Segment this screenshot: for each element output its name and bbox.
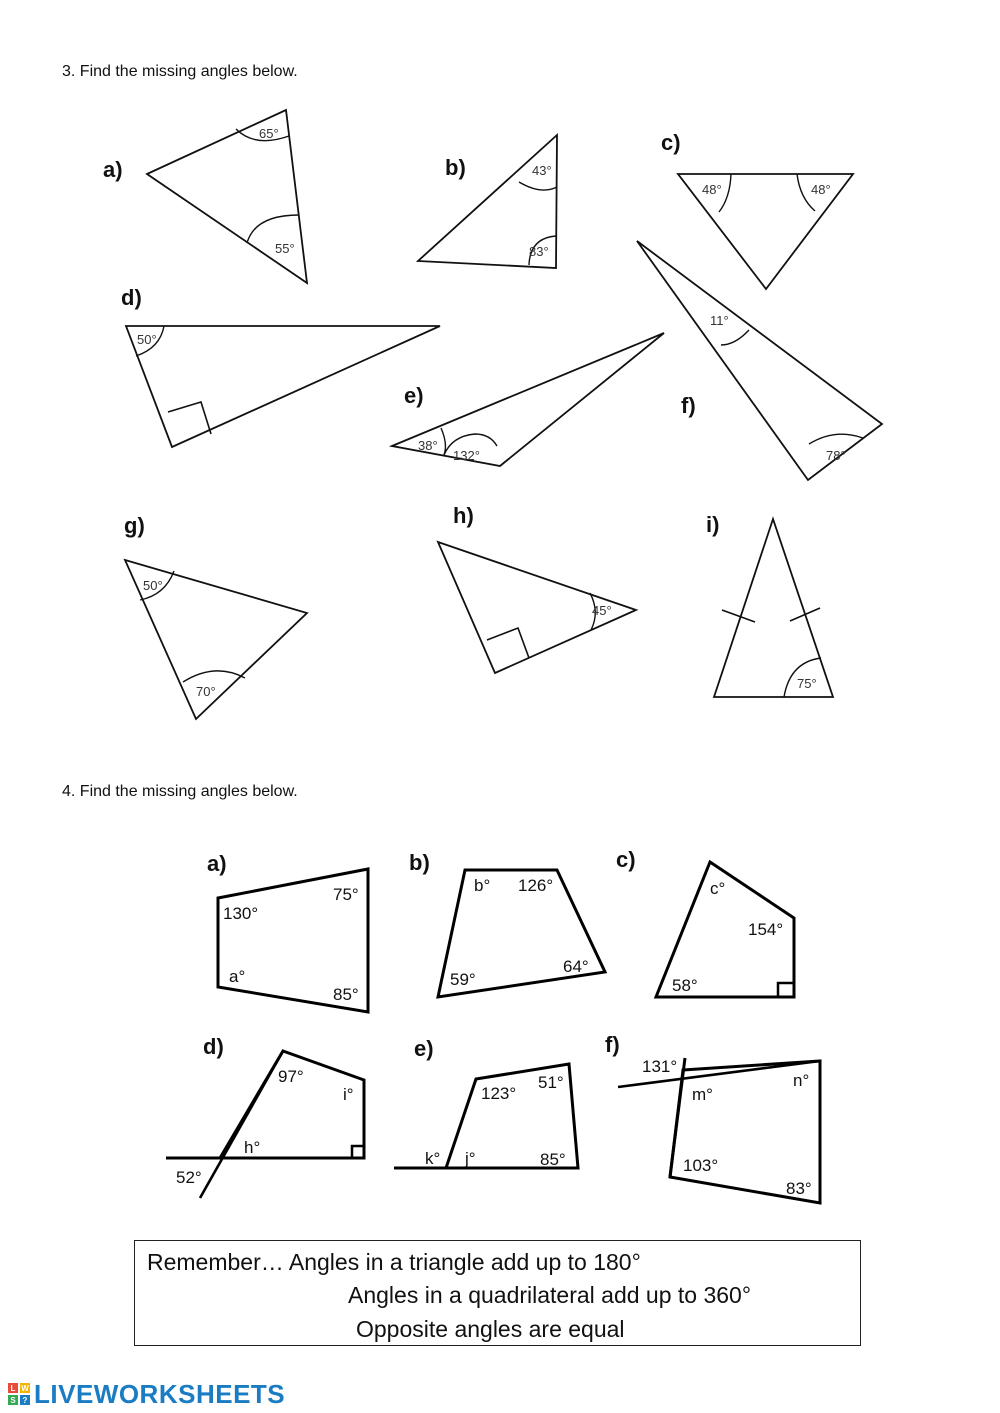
q3-angle-g2: 70° (196, 684, 216, 699)
liveworksheets-logo[interactable]: L W S ? LIVEWORKSHEETS (8, 1378, 286, 1409)
q4-angle-f4: 103° (683, 1156, 718, 1175)
q3-angle-e2: 132° (453, 448, 480, 463)
q4-label-f: f) (605, 1032, 620, 1057)
logo-cell: W (20, 1383, 30, 1393)
q3-angle-d1: 50° (137, 332, 157, 347)
q4-label-d: d) (203, 1034, 224, 1059)
q4-angle-b1: b° (474, 876, 490, 895)
reminder-line-3: Opposite angles are equal (356, 1316, 625, 1342)
q4-angle-e5: 85° (540, 1150, 566, 1169)
q3-angle-g1: 50° (143, 578, 163, 593)
q4-angle-e3: k° (425, 1149, 440, 1168)
q4-angle-b3: 59° (450, 970, 476, 989)
q4-angle-d2: i° (343, 1085, 354, 1104)
q4-label-e: e) (414, 1036, 434, 1061)
q4-angle-f1: 131° (642, 1057, 677, 1076)
question-3-title: 3. Find the missing angles below. (62, 63, 298, 80)
q4-angle-b4: 64° (563, 957, 589, 976)
q3-label-i: i) (706, 512, 720, 537)
q3-label-d: d) (121, 285, 142, 310)
q4-angle-c2: 154° (748, 920, 783, 939)
q4-label-b: b) (409, 850, 430, 875)
q4-angle-e4: j° (464, 1149, 476, 1168)
q4-angle-f5: 83° (786, 1179, 812, 1198)
q3-triangle-c (676, 173, 855, 291)
q3-triangle-d (124, 325, 441, 449)
q3-triangle-g (123, 558, 309, 721)
q4-angle-e1: 123° (481, 1084, 516, 1103)
q4-angle-d3: h° (244, 1138, 260, 1157)
q3-triangle-b (415, 132, 558, 269)
q3-angle-h1: 45° (592, 603, 612, 618)
question-4-title: 4. Find the missing angles below. (62, 783, 298, 800)
q4-angle-a1: 130° (223, 904, 258, 923)
q4-quad-c (653, 859, 796, 999)
q3-angle-i1: 75° (797, 676, 817, 691)
q3-angle-e1: 38° (418, 438, 438, 453)
q3-label-g: g) (124, 513, 145, 538)
q4-angle-c1: c° (710, 879, 725, 898)
q3-triangle-f (636, 240, 884, 482)
q4-angle-d1: 97° (278, 1067, 304, 1086)
q4-angle-a4: 85° (333, 985, 359, 1004)
q4-angle-f2: m° (692, 1085, 713, 1104)
q4-angle-a2: 75° (333, 885, 359, 904)
q3-angle-b1: 43° (532, 163, 552, 178)
q3-angle-b2: 83° (529, 244, 549, 259)
q3-label-a: a) (103, 157, 123, 182)
q4-angle-d4: 52° (176, 1168, 202, 1187)
q3-triangle-h (436, 540, 639, 675)
reminder-line-2: Angles in a quadrilateral add up to 360° (348, 1282, 752, 1308)
q4-quad-a (216, 867, 370, 1014)
q3-label-h: h) (453, 503, 474, 528)
reminder-box: Remember… Angles in a triangle add up to… (134, 1240, 861, 1346)
logo-cell: ? (20, 1395, 30, 1405)
q4-label-c: c) (616, 847, 636, 872)
logo-grid-icon: L W S ? (8, 1383, 30, 1405)
q4-angle-f3: n° (793, 1071, 809, 1090)
q3-angle-a1: 65° (259, 126, 279, 141)
q4-label-a: a) (207, 851, 227, 876)
q4-angle-c3: 58° (672, 976, 698, 995)
q3-triangle-i (712, 516, 835, 698)
q4-angle-e2: 51° (538, 1073, 564, 1092)
q3-angle-a2: 55° (275, 241, 295, 256)
q3-label-c: c) (661, 130, 681, 155)
q3-triangle-e (388, 332, 665, 467)
q3-angle-f2: 78° (826, 448, 846, 463)
q3-label-f: f) (681, 393, 696, 418)
q3-triangle-a (145, 108, 309, 285)
q4-quad-b (436, 868, 608, 999)
logo-text: LIVEWORKSHEETS (34, 1378, 286, 1409)
q4-angle-a3: a° (229, 967, 245, 986)
q3-label-e: e) (404, 383, 424, 408)
q3-angle-c2: 48° (811, 182, 831, 197)
reminder-line-1: Remember… Angles in a triangle add up to… (147, 1249, 641, 1275)
logo-cell: S (8, 1395, 18, 1405)
q4-angle-b2: 126° (518, 876, 553, 895)
logo-cell: L (8, 1383, 18, 1393)
q3-label-b: b) (445, 155, 466, 180)
q3-angle-f1: 11° (710, 313, 729, 328)
q3-angle-c1: 48° (702, 182, 722, 197)
